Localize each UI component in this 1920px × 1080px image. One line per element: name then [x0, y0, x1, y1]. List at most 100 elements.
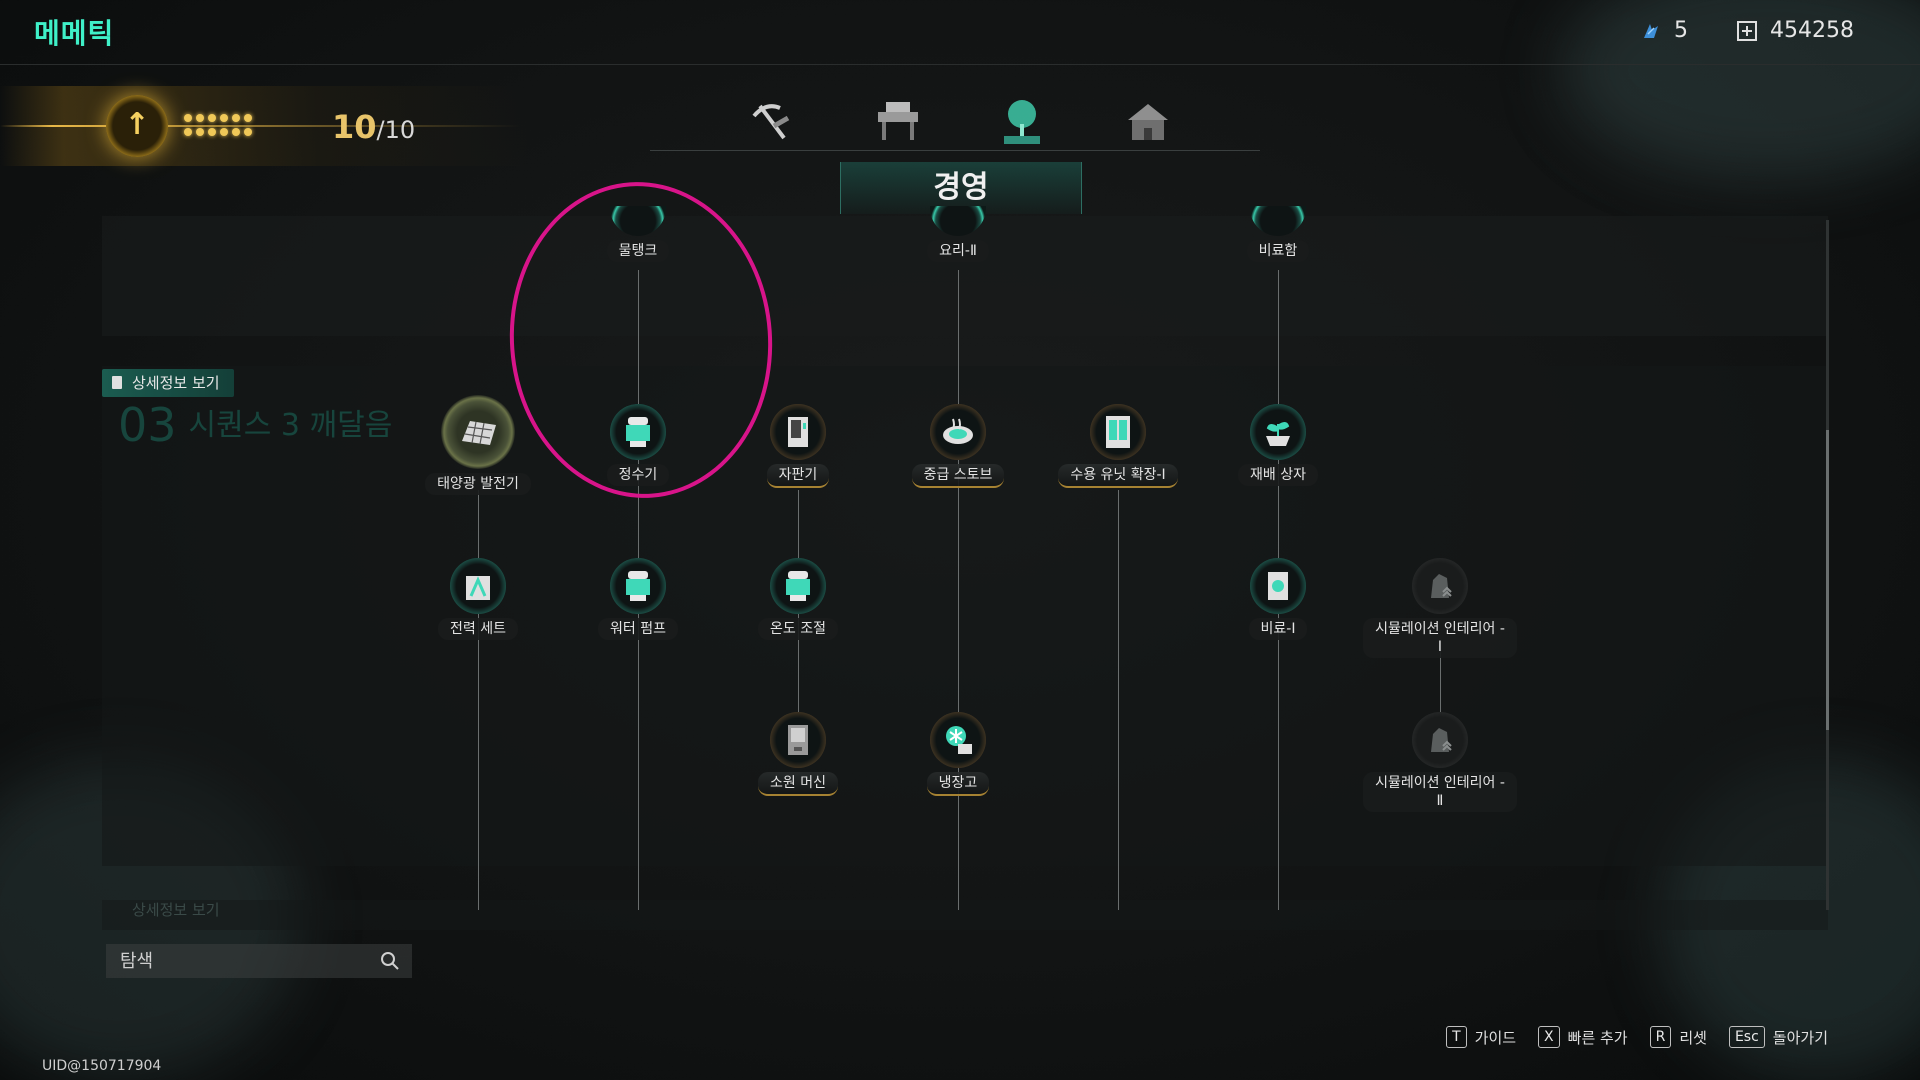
level-up-button[interactable]: ↑	[106, 95, 168, 157]
node-simulation-interior-1-label: 시뮬레이션 인테리어 - Ⅰ	[1363, 618, 1517, 658]
key-t: T	[1446, 1026, 1467, 1048]
stove-icon	[930, 404, 986, 460]
node-temperature-control-label: 온도 조절	[758, 618, 838, 640]
connector-col5	[1118, 490, 1119, 910]
hint-reset-label: 리셋	[1679, 1028, 1707, 1047]
search-input[interactable]	[118, 949, 380, 973]
vending-machine-icon	[770, 404, 826, 460]
node-fertilizer-1-label: 비료-Ⅰ	[1248, 618, 1308, 640]
key-r: R	[1649, 1026, 1672, 1048]
node-water-purifier-label: 정수기	[606, 464, 670, 486]
scrollbar-thumb[interactable]	[1826, 430, 1829, 730]
search-icon[interactable]	[380, 951, 400, 971]
level-dots	[184, 114, 256, 136]
water-purifier-icon	[610, 404, 666, 460]
node-power-set[interactable]: 전력 세트	[403, 558, 553, 640]
level-count: 10/10	[332, 108, 415, 146]
resource-cubes: 454258	[1736, 18, 1854, 43]
hint-back-label: 돌아가기	[1772, 1028, 1828, 1047]
level-current: 10	[332, 108, 377, 146]
node-water-purifier[interactable]: 정수기	[563, 404, 713, 486]
user-id: UID@150717904	[42, 1058, 162, 1074]
node-power-set-label: 전력 세트	[438, 618, 518, 640]
node-solar-generator-label: 태양광 발전기	[425, 473, 531, 495]
fertilizer-bag-icon	[1250, 558, 1306, 614]
connector-col1	[478, 490, 479, 910]
detail-info-button[interactable]: 상세정보 보기	[102, 369, 234, 397]
node-advanced-stove[interactable]: 중급 스토브	[883, 404, 1033, 488]
thermostat-icon	[770, 558, 826, 614]
detail-info-label: 상세정보 보기	[132, 374, 220, 392]
locked-interior-icon	[1412, 712, 1468, 768]
connector-col4	[958, 270, 959, 910]
header-divider	[0, 64, 1920, 65]
workbench-icon	[878, 102, 918, 140]
node-refrigerator-label: 냉장고	[926, 772, 990, 796]
cooking-icon	[930, 206, 986, 236]
hint-back[interactable]: Esc 돌아가기	[1728, 1026, 1828, 1048]
power-set-icon	[450, 558, 506, 614]
node-cooking-2[interactable]: 요리-Ⅱ	[883, 206, 1033, 262]
node-fertilizer-box-label: 비료함	[1246, 240, 1310, 262]
hint-quick-add-label: 빠른 추가	[1567, 1028, 1628, 1047]
tree-icon	[1004, 100, 1040, 144]
key-esc: Esc	[1728, 1026, 1765, 1048]
node-refrigerator[interactable]: 냉장고	[883, 712, 1033, 796]
tab-tools[interactable]	[742, 92, 802, 152]
level-max: /10	[376, 116, 416, 144]
solar-panel-icon	[441, 395, 515, 469]
tree-scrollbar[interactable]	[1826, 220, 1829, 910]
node-water-pump[interactable]: 워터 펌프	[563, 558, 713, 640]
node-storage-expansion-label: 수용 유닛 확장-Ⅰ	[1058, 464, 1178, 488]
node-simulation-interior-2[interactable]: 시뮬레이션 인테리어 - Ⅱ	[1350, 712, 1530, 812]
detail-info-button-2[interactable]: 상세정보 보기	[102, 898, 234, 922]
node-simulation-interior-1[interactable]: 시뮬레이션 인테리어 - Ⅰ	[1350, 558, 1530, 658]
water-pump-icon	[610, 558, 666, 614]
plant-icon	[1250, 404, 1306, 460]
node-planting-box[interactable]: 재배 상자	[1203, 404, 1353, 486]
pickaxe-icon	[752, 104, 790, 140]
app-title: 메메틱	[34, 17, 115, 50]
resource-shards: 5	[1640, 18, 1688, 43]
node-water-tank-label: 물탱크	[606, 240, 670, 262]
node-water-pump-label: 워터 펌프	[598, 618, 678, 640]
node-water-tank[interactable]: 물탱크	[563, 206, 713, 262]
node-vending-machine[interactable]: 자판기	[723, 404, 873, 488]
hint-quick-add[interactable]: X 빠른 추가	[1538, 1026, 1628, 1048]
node-solar-generator[interactable]: 태양광 발전기	[403, 395, 553, 495]
resource-shards-value: 5	[1674, 18, 1688, 43]
hint-guide[interactable]: T 가이드	[1446, 1026, 1516, 1048]
arrow-up-icon: ↑	[124, 107, 150, 142]
hint-reset[interactable]: R 리셋	[1649, 1026, 1707, 1048]
tree-panel-top	[102, 216, 1828, 336]
node-wish-machine[interactable]: 소원 머신	[723, 712, 873, 796]
node-fertilizer-1[interactable]: 비료-Ⅰ	[1203, 558, 1353, 640]
tab-workshop[interactable]	[868, 92, 928, 152]
sequence-label: 시퀀스 3 깨달음	[188, 408, 393, 443]
tree-panel-bottom	[102, 900, 1828, 930]
tab-housing[interactable]	[1118, 92, 1178, 152]
category-title: 경영	[840, 162, 1082, 214]
node-simulation-interior-2-label: 시뮬레이션 인테리어 - Ⅱ	[1363, 772, 1517, 812]
level-line	[0, 125, 520, 127]
hint-guide-label: 가이드	[1474, 1028, 1517, 1047]
connector-col7	[1440, 650, 1441, 730]
cube-icon	[1737, 20, 1757, 41]
node-cooking-2-label: 요리-Ⅱ	[927, 240, 989, 262]
node-temperature-control[interactable]: 온도 조절	[723, 558, 873, 640]
node-fertilizer-box[interactable]: 비료함	[1203, 206, 1353, 262]
document-icon	[112, 376, 122, 389]
tab-management[interactable]	[992, 92, 1052, 152]
snowflake-icon	[930, 712, 986, 768]
resource-cubes-value: 454258	[1770, 18, 1854, 43]
node-planting-box-label: 재배 상자	[1238, 464, 1318, 486]
key-hints: T 가이드 X 빠른 추가 R 리셋 Esc 돌아가기	[1446, 1026, 1828, 1048]
node-vending-machine-label: 자판기	[766, 464, 830, 488]
wish-machine-icon	[770, 712, 826, 768]
locked-interior-icon	[1412, 558, 1468, 614]
node-storage-expansion[interactable]: 수용 유닛 확장-Ⅰ	[1043, 404, 1193, 488]
key-x: X	[1538, 1026, 1560, 1048]
search-box[interactable]	[106, 944, 412, 978]
tabs-divider	[650, 150, 1260, 151]
